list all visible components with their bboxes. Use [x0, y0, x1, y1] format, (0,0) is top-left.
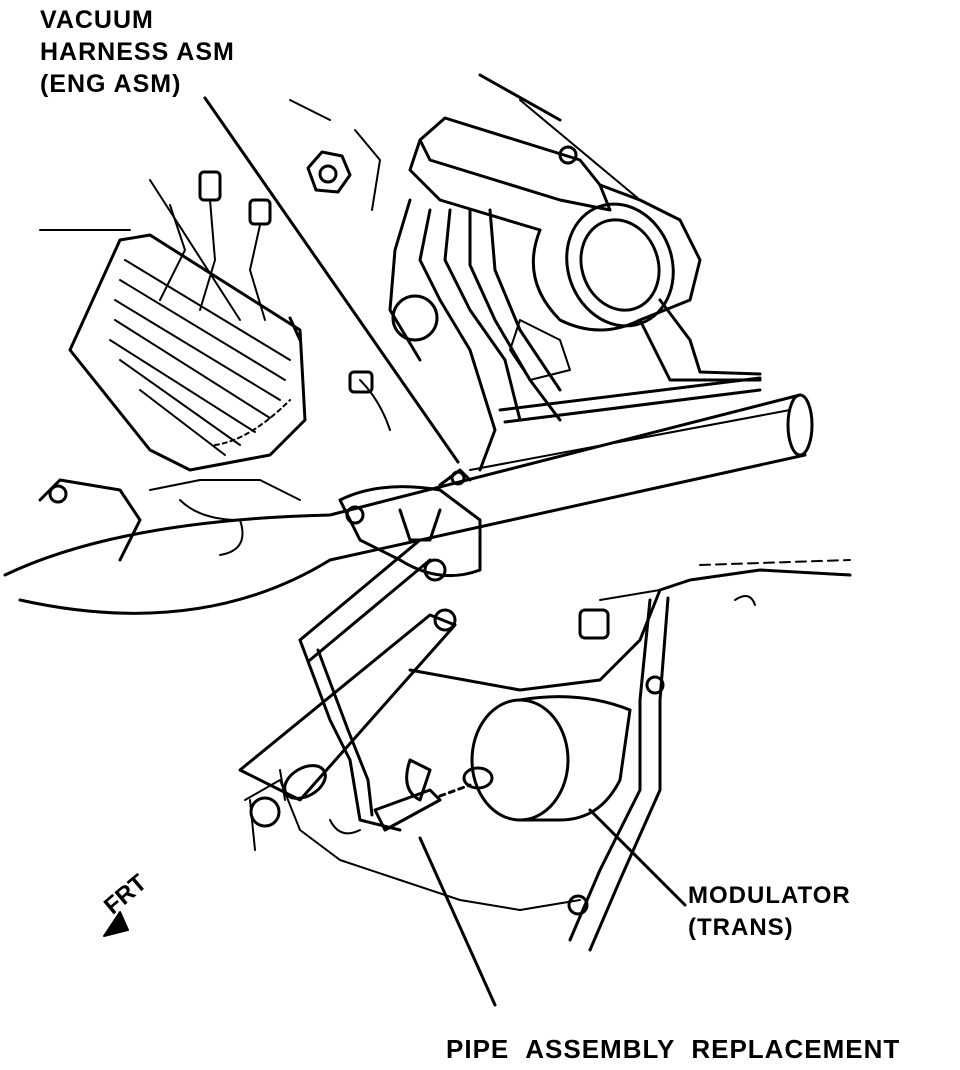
vacuum-harness-callout: VACUUM HARNESS ASM (ENG ASM)	[40, 4, 235, 100]
rocker-cover	[39, 179, 307, 472]
pipe-assembly	[329, 783, 472, 835]
shift-lever	[238, 608, 457, 802]
leader-modulator	[588, 808, 687, 907]
engine-block-lower	[38, 370, 391, 562]
leader-vacuum-harness	[203, 96, 460, 464]
vacuum-modulator	[405, 695, 632, 822]
caption-word-3: REPLACEMENT	[691, 1034, 901, 1064]
crossover-tube	[3, 393, 814, 615]
modulator-line-2: (TRANS)	[688, 914, 794, 941]
figure-caption: PIPE ASSEMBLY REPLACEMENT	[446, 1034, 916, 1065]
caption-word-2: ASSEMBLY	[525, 1034, 676, 1064]
tube-clamp	[338, 468, 482, 582]
modulator-line-1: MODULATOR	[688, 882, 851, 909]
front-direction-arrow-icon	[103, 911, 129, 937]
hex-bolt	[289, 99, 381, 211]
vacuum-harness-line-2: HARNESS ASM	[40, 38, 235, 66]
leader-pipe-assembly	[418, 836, 497, 1007]
caption-word-1: PIPE	[446, 1034, 510, 1064]
vacuum-pipe-bundle	[388, 198, 762, 472]
throttle-body	[408, 73, 702, 332]
vacuum-harness-line-1: VACUUM	[40, 6, 154, 34]
spark-plug-studs	[159, 170, 302, 342]
modulator-callout: MODULATOR (TRANS)	[688, 880, 851, 944]
support-bracket	[298, 538, 432, 832]
vacuum-harness-line-3: (ENG ASM)	[40, 70, 182, 98]
leader-lines	[203, 96, 687, 1007]
